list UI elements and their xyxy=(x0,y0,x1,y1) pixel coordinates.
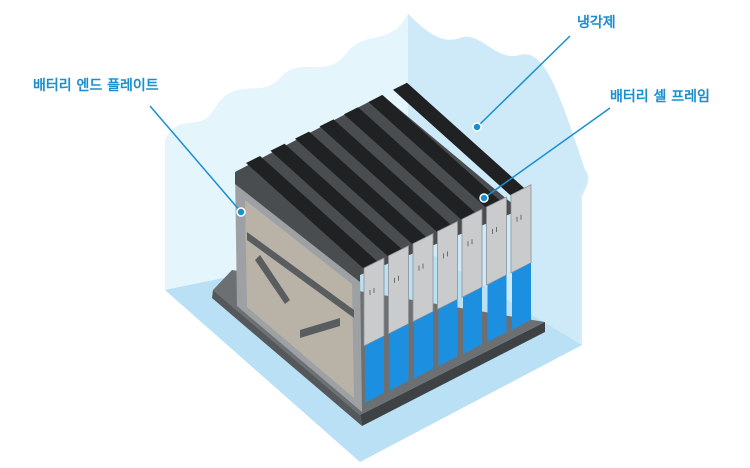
tray-front xyxy=(360,322,545,426)
end-plate-inner xyxy=(245,200,354,398)
battery-cells xyxy=(246,82,532,403)
battery-cell xyxy=(512,262,531,330)
battery-cell xyxy=(438,299,458,367)
cell-terminal-marks xyxy=(467,239,473,247)
cell-terminal-marks xyxy=(443,251,448,259)
end-plate-brace-2 xyxy=(255,255,290,304)
cell-slot xyxy=(393,82,525,196)
cell-frame-leader xyxy=(483,107,611,199)
coolant-leader xyxy=(476,35,571,128)
coolant-label: 냉각제 xyxy=(577,14,616,31)
cell-frame xyxy=(510,184,532,274)
end-plate-label: 배터리 엔드 플레이트 xyxy=(33,77,159,94)
cell-terminal-marks xyxy=(516,214,522,222)
coolant-dot xyxy=(472,122,482,132)
tray-left xyxy=(212,290,362,426)
cell-slot xyxy=(368,95,501,208)
battery-end-plate xyxy=(235,172,362,412)
cell-slot xyxy=(246,156,378,269)
cell-slot xyxy=(319,119,452,233)
battery-cell xyxy=(414,311,433,379)
end-plate-leader xyxy=(149,105,242,213)
battery-cell xyxy=(389,323,409,391)
cell-slot xyxy=(295,131,427,245)
battery-cell xyxy=(365,336,384,403)
end-plate-dot xyxy=(236,207,246,217)
battery-cell xyxy=(463,287,482,355)
cell-terminal-marks xyxy=(394,275,399,283)
cell-terminal-marks xyxy=(492,227,497,234)
end-plate-rim xyxy=(235,172,360,282)
cell-frame xyxy=(486,196,507,286)
end-plate-brace-3 xyxy=(300,318,340,338)
cell-slot xyxy=(270,143,403,257)
battery-cell xyxy=(487,275,507,342)
cell-frame-dot xyxy=(479,193,489,203)
cell-frame xyxy=(412,232,434,323)
cell-frame xyxy=(363,257,385,347)
cell-terminal-marks xyxy=(418,263,424,271)
cell-frame-label: 배터리 셀 프레임 xyxy=(610,89,710,105)
end-plate-brace-1 xyxy=(247,232,354,318)
cell-terminal-marks xyxy=(369,288,375,295)
cell-slot xyxy=(344,107,476,221)
callout-lines xyxy=(149,35,611,217)
cell-frame xyxy=(388,245,409,335)
cell-frame xyxy=(437,220,458,311)
cell-frame xyxy=(461,208,483,298)
